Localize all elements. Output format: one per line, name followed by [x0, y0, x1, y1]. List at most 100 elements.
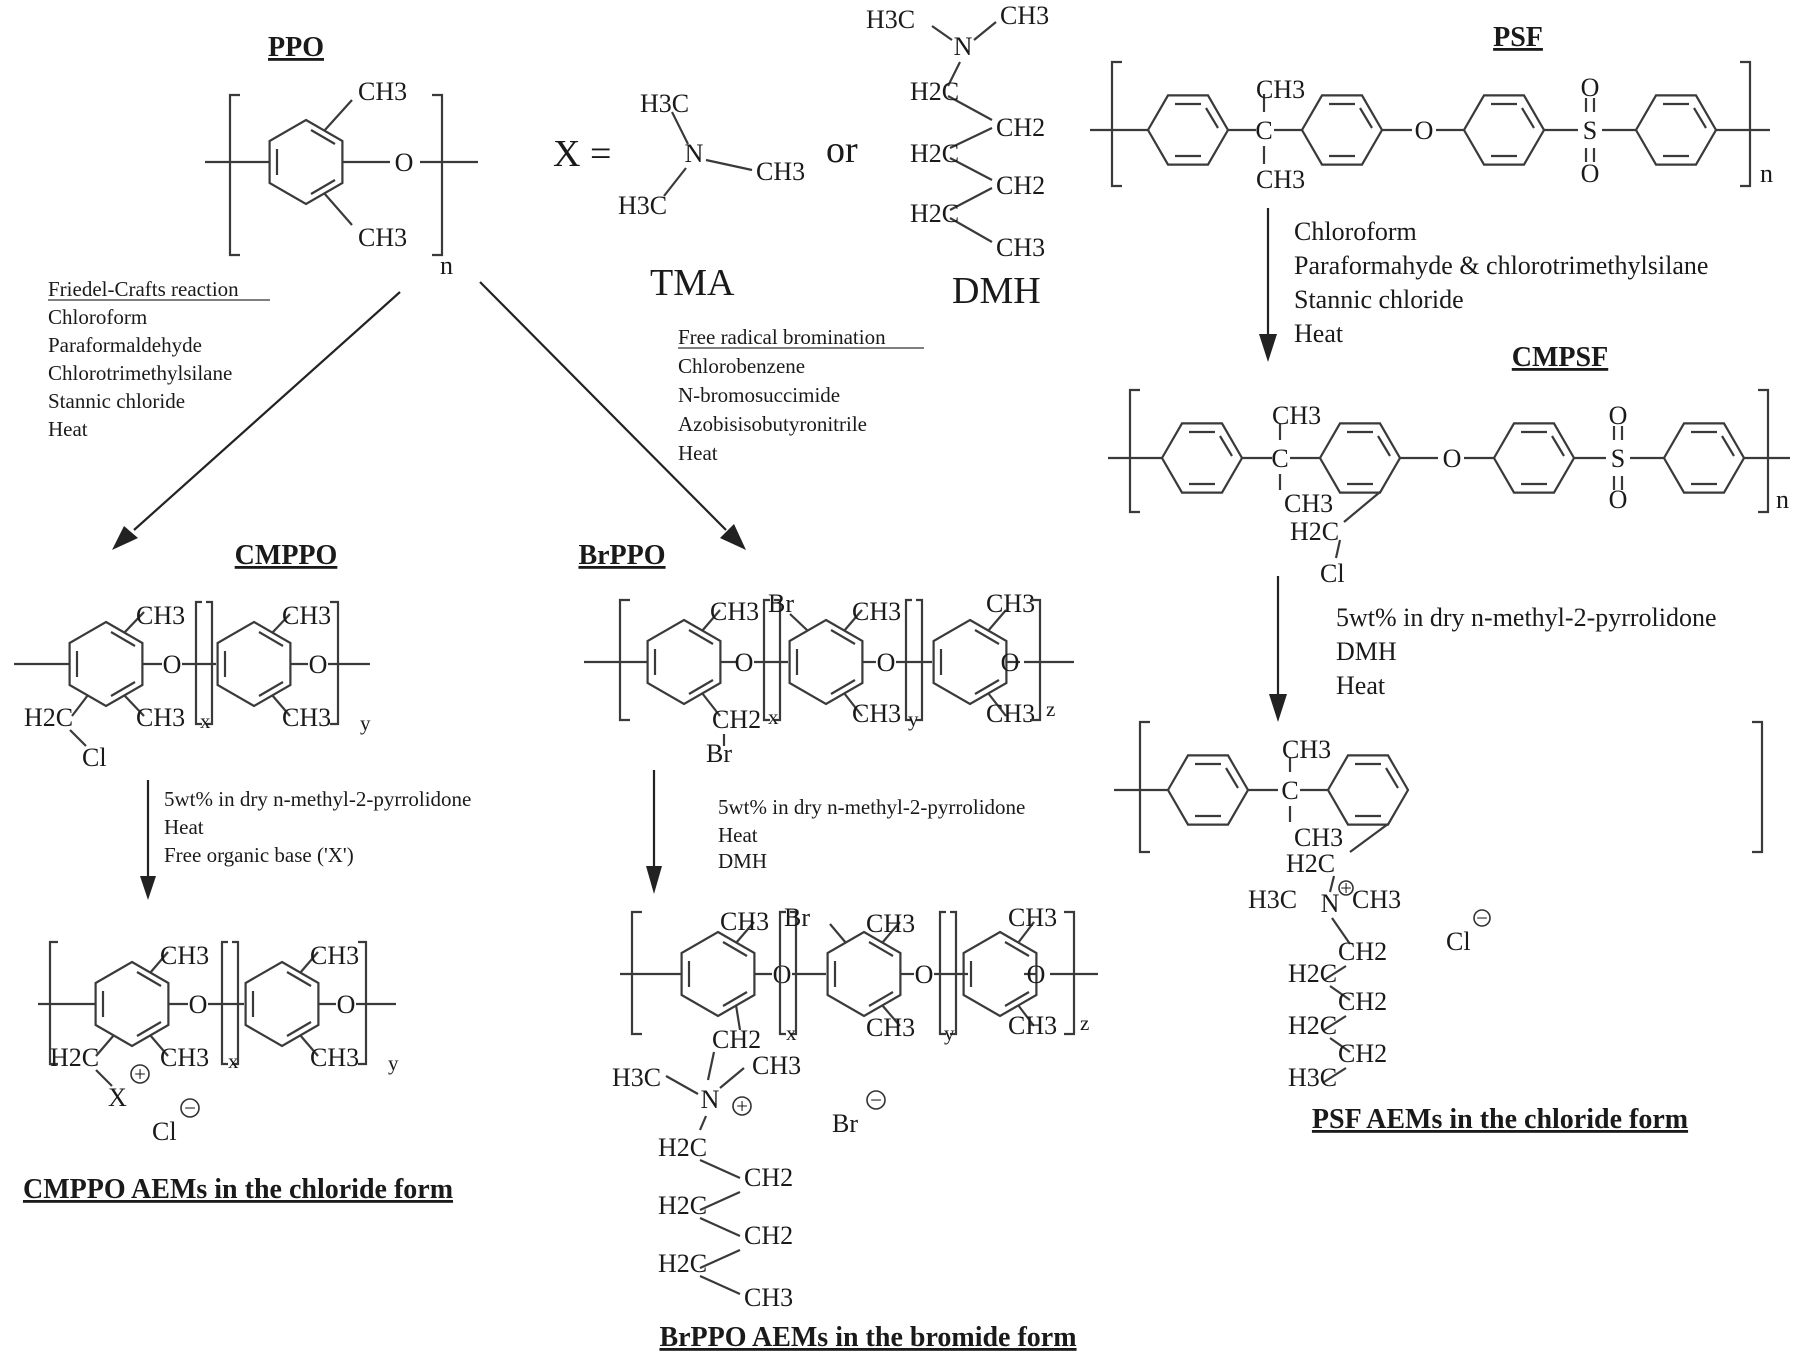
brppoaem-oxygen-3: O	[1027, 960, 1046, 989]
brppo-structure: BrPPO CH3 CH2 Br O x Br CH3 CH3 O y CH3 …	[578, 540, 1074, 768]
conditions-friedel-crafts: Friedel-Crafts reaction Chloroform Paraf…	[48, 277, 270, 441]
cmppoaem-h2c: H2C	[50, 1043, 99, 1072]
cond-psf-3: Stannic chloride	[1294, 285, 1464, 314]
cmppoaem-ch3-d: CH3	[310, 1043, 359, 1072]
conditions-cmpsf-quaternization: 5wt% in dry n-methyl-2-pyrrolidone DMH H…	[1336, 603, 1717, 700]
friedel-line-1: Chloroform	[48, 305, 147, 329]
brppoaem-ch3-end: CH3	[744, 1283, 793, 1312]
brppoaem-ch3-d: CH3	[1008, 903, 1057, 932]
bromination-line-3: Azobisisobutyronitrile	[678, 412, 867, 436]
psfaem-ch3-right: CH3	[1352, 885, 1401, 914]
ppo-subscript-n: n	[440, 251, 453, 280]
bromination-line-2: N-bromosuccimide	[678, 383, 840, 407]
brppoaem-ch3-c: CH3	[866, 1013, 915, 1042]
brppoaem-ch2-link: CH2	[712, 1025, 761, 1054]
brppoaem-h2c-1: H2C	[658, 1133, 707, 1162]
cmppo-subscript-x: x	[200, 709, 211, 733]
bromination-heading: Free radical bromination	[678, 325, 886, 349]
psf-sulfur: S	[1583, 116, 1597, 145]
brppo-oxygen-2: O	[877, 648, 896, 677]
cmpsf-sulfur: S	[1611, 444, 1625, 473]
dmh-label: DMH	[952, 270, 1041, 312]
ppo-structure: PPO O CH3 CH3 n	[205, 32, 478, 280]
psf-subscript-n: n	[1760, 159, 1773, 188]
friedel-line-3: Chlorotrimethylsilane	[48, 361, 232, 385]
cmppoaem-x: X	[108, 1083, 127, 1112]
cmpsf-ch3-top: CH3	[1272, 401, 1321, 430]
dmh-h3c: H3C	[866, 5, 915, 34]
conditions-bromination: Free radical bromination Chlorobenzene N…	[678, 325, 924, 465]
cmppo-ch3-c: CH3	[282, 601, 331, 630]
dmh-ch2-1: CH2	[996, 113, 1045, 142]
tma-ch3-right: CH3	[756, 157, 805, 186]
brppo-title: BrPPO	[578, 540, 665, 571]
psfaem-h2c-3: H2C	[1288, 1011, 1337, 1040]
cond-cmppo-2: Heat	[164, 815, 204, 839]
psfaem-h2c-2: H2C	[1288, 959, 1337, 988]
friedel-line-4: Stannic chloride	[48, 389, 185, 413]
psf-ch3-bottom: CH3	[1256, 165, 1305, 194]
or-text: or	[826, 129, 858, 171]
dmh-ch3-end: CH3	[996, 233, 1045, 262]
dmh-ch3-top: CH3	[1000, 1, 1049, 30]
brppo-ch2: CH2	[712, 705, 761, 734]
brppoaem-subscript-y: y	[944, 1021, 955, 1045]
tma-h3c-top: H3C	[640, 89, 689, 118]
cmppo-chlorine: Cl	[82, 743, 107, 772]
psfaem-ch2-2: CH2	[1338, 987, 1387, 1016]
arrow-psf-to-cmpsf	[1259, 208, 1277, 362]
dmh-h2c-1: H2C	[910, 77, 959, 106]
psf-ch3-top: CH3	[1256, 75, 1305, 104]
psfaem-h3c-end: H3C	[1288, 1063, 1337, 1092]
conditions-brppo-quaternization: 5wt% in dry n-methyl-2-pyrrolidone Heat …	[718, 795, 1025, 873]
brppoaem-subscript-x: x	[786, 1021, 797, 1045]
cmppo-oxygen-1: O	[163, 650, 182, 679]
cmppo-ch3-a: CH3	[136, 601, 185, 630]
cmppoaem-oxygen-2: O	[337, 990, 356, 1019]
brppo-subscript-x: x	[768, 705, 779, 729]
cmpsf-structure: CMPSF C CH3 CH3 H2C Cl O S O O n	[1108, 342, 1790, 588]
psfaem-carbon: C	[1281, 776, 1298, 805]
cmpsf-ch3-bottom: CH3	[1284, 489, 1333, 518]
dmh-h2c-3: H2C	[910, 199, 959, 228]
cmpsf-ether-oxygen: O	[1443, 444, 1462, 473]
cmpsf-title: CMPSF	[1512, 342, 1608, 373]
psfaem-h3c: H3C	[1248, 885, 1297, 914]
cmpsf-subscript-n: n	[1776, 485, 1789, 514]
conditions-psf-to-cmpsf: Chloroform Paraformahyde & chlorotrimeth…	[1294, 217, 1708, 348]
tma-label: TMA	[650, 262, 735, 304]
cond-brppo-2: Heat	[718, 823, 758, 847]
psf-ether-oxygen: O	[1415, 116, 1434, 145]
psf-aem-title: PSF AEMs in the chloride form	[1312, 1104, 1688, 1135]
psf-aem-structure: C CH3 CH3 H2C H3C N + CH3 CH2 H2C CH2 H2…	[1114, 720, 1764, 1135]
cmppoaem-chloride-charge: −	[184, 1096, 196, 1120]
psfaem-ch2-1: CH2	[1338, 937, 1387, 966]
brppoaem-nitrogen: N	[701, 1085, 720, 1114]
ppo-title: PPO	[268, 32, 324, 63]
brppoaem-subscript-z: z	[1080, 1011, 1089, 1035]
cmpsf-sulfonyl-o-top: O	[1609, 401, 1628, 430]
psf-sulfonyl-o-bottom: O	[1581, 159, 1600, 188]
cmppo-structure: CMPPO CH3 CH3 H2C Cl O x CH3 CH3 O y	[14, 540, 371, 772]
brppoaem-ch3-b: CH3	[866, 909, 915, 938]
cmppoaem-subscript-x: x	[228, 1049, 239, 1073]
brppo-aem-structure: CH3 CH2 H3C N + CH3 Br − H2C CH2 H2C CH2…	[612, 903, 1098, 1353]
arrow-ppo-to-brppo	[479, 281, 746, 550]
cmppo-ch3-d: CH3	[282, 703, 331, 732]
brppo-bromine-ring: Br	[768, 589, 794, 618]
brppo-ch3-c: CH3	[852, 699, 901, 728]
cond-cmpsf-3: Heat	[1336, 671, 1386, 700]
cmppo-subscript-y: y	[360, 711, 371, 735]
tma-nitrogen: N	[685, 139, 704, 168]
psfaem-ch3-bottom: CH3	[1294, 823, 1343, 852]
cmppoaem-ch3-b: CH3	[160, 1043, 209, 1072]
dmh-ch2-2: CH2	[996, 171, 1045, 200]
cmppo-aem-title: CMPPO AEMs in the chloride form	[23, 1174, 453, 1205]
brppo-oxygen-1: O	[735, 648, 754, 677]
brppoaem-h3c: H3C	[612, 1063, 661, 1092]
brppo-ch3-d: CH3	[986, 589, 1035, 618]
arrow-cmppo-to-aem	[140, 780, 156, 900]
psf-sulfonyl-o-top: O	[1581, 73, 1600, 102]
conditions-cmppo-quaternization: 5wt% in dry n-methyl-2-pyrrolidone Heat …	[164, 787, 471, 867]
